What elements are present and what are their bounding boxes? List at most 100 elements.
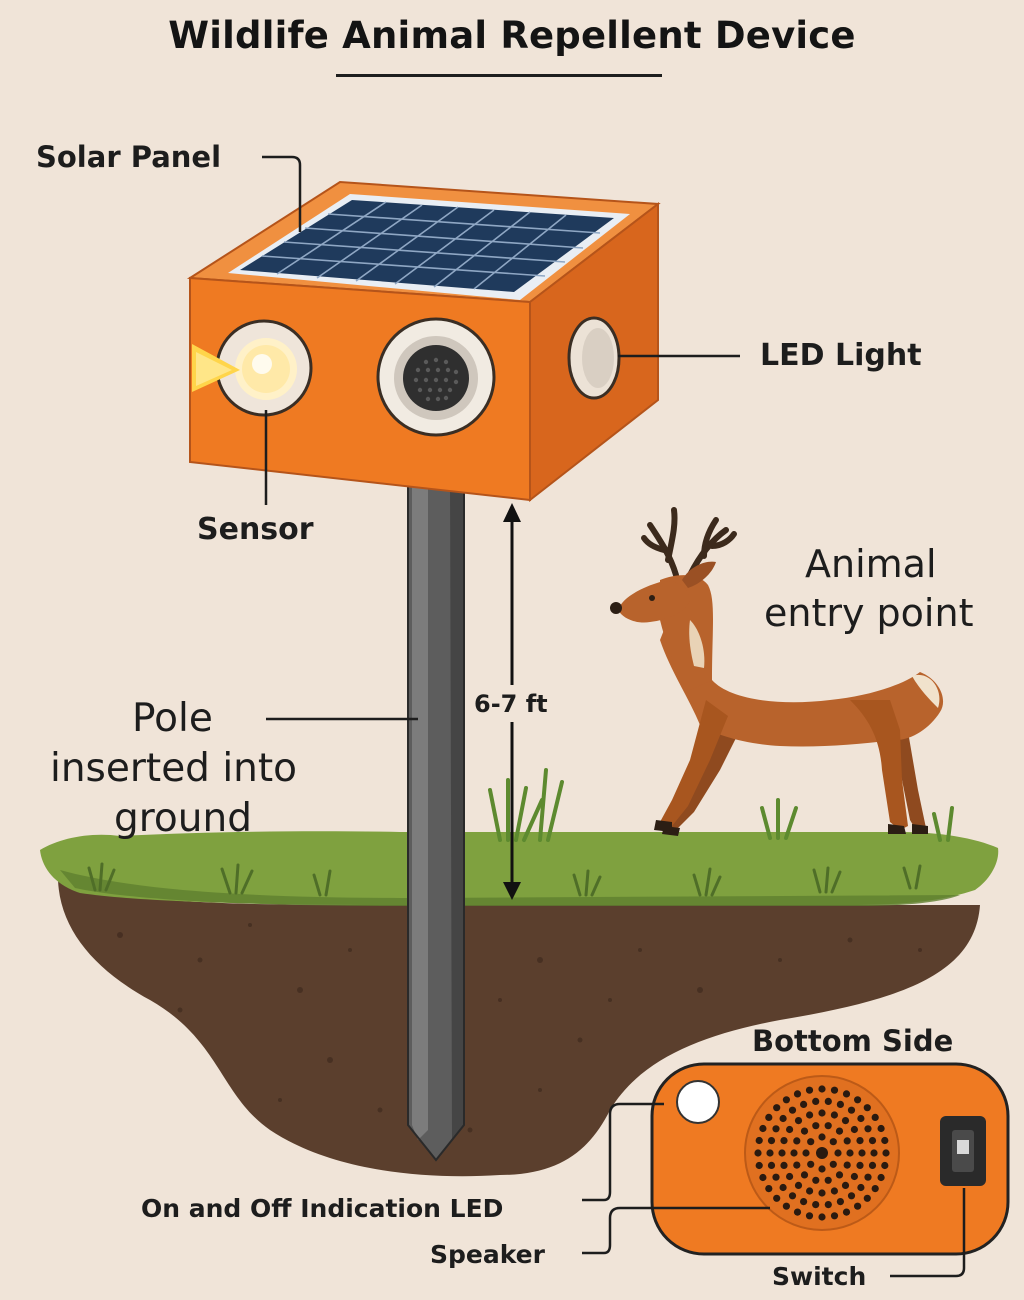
- grille-hole: [850, 1125, 859, 1134]
- grille-hole: [788, 1192, 797, 1200]
- grille-hole: [778, 1149, 786, 1157]
- grille-hole: [818, 1085, 826, 1093]
- grille-hole: [812, 1176, 820, 1184]
- switch-icon: [940, 1116, 986, 1186]
- grille-hole: [863, 1194, 871, 1202]
- grille-hole: [868, 1137, 877, 1145]
- grille-hole: [834, 1149, 842, 1157]
- grille-hole: [806, 1187, 814, 1195]
- grille-hole: [800, 1171, 809, 1179]
- grille-hole: [779, 1114, 787, 1123]
- grille-hole: [793, 1208, 802, 1216]
- grille-hole: [788, 1106, 797, 1114]
- grille-hole: [847, 1192, 856, 1200]
- grille-hole: [882, 1149, 890, 1157]
- grille-hole: [794, 1181, 803, 1189]
- grille-hole: [841, 1181, 850, 1189]
- grille-hole: [780, 1161, 788, 1169]
- grille-hole: [877, 1124, 885, 1133]
- height-arrow: [503, 503, 521, 900]
- grille-hole: [824, 1097, 832, 1105]
- grille-hole: [793, 1137, 801, 1145]
- grille-hole: [843, 1161, 851, 1169]
- solar-panel-label: Solar Panel: [36, 140, 222, 174]
- grille-hole: [800, 1100, 808, 1108]
- grille-hole: [836, 1198, 845, 1206]
- pole-label-line3: ground: [114, 796, 252, 841]
- grille-hole: [818, 1189, 826, 1197]
- grille-hole: [786, 1125, 794, 1134]
- grille-hole: [843, 1137, 851, 1145]
- grille-hole: [793, 1161, 801, 1169]
- grille-hole: [800, 1127, 809, 1135]
- repellent-device: [186, 180, 661, 503]
- pole: [407, 474, 465, 1162]
- grille-hole: [802, 1149, 810, 1157]
- animal-entry-label-line1: Animal: [805, 542, 937, 586]
- grille-hole: [847, 1106, 856, 1114]
- grille-hole: [767, 1137, 776, 1145]
- grille-hole: [871, 1113, 879, 1121]
- grille-hole: [812, 1201, 820, 1209]
- grille-hole: [818, 1133, 826, 1141]
- grille-hole: [864, 1173, 872, 1181]
- grille-hole: [773, 1104, 781, 1112]
- grille-hole: [842, 1090, 851, 1098]
- grille-hole: [863, 1104, 871, 1112]
- grille-hole: [755, 1136, 763, 1145]
- grille-hole: [812, 1122, 820, 1130]
- grille-hole: [779, 1183, 787, 1192]
- grass: [40, 831, 999, 905]
- indication-led-label: On and Off Indication LED: [141, 1194, 504, 1223]
- animal-entry-label-line2: entry point: [764, 591, 974, 635]
- soil: [58, 880, 980, 1177]
- led-light-label: LED Light: [760, 338, 922, 373]
- grille-hole: [881, 1136, 889, 1145]
- grille-hole: [824, 1201, 832, 1209]
- grille-hole: [800, 1198, 808, 1206]
- grille-hole: [782, 1202, 791, 1210]
- grille-hole: [856, 1161, 864, 1169]
- grille-hole: [755, 1161, 763, 1170]
- switch-label: Switch: [772, 1262, 867, 1291]
- grille-hole: [858, 1149, 866, 1157]
- grille-hole: [759, 1173, 767, 1182]
- grille-hole: [767, 1161, 776, 1169]
- grille-hole: [759, 1124, 767, 1133]
- grille-hole: [854, 1202, 862, 1210]
- grille-hole: [836, 1100, 845, 1108]
- page-title: Wildlife Animal Repellent Device: [168, 14, 856, 57]
- grille-hole: [841, 1117, 850, 1125]
- grille-hole: [818, 1109, 826, 1117]
- speaker-label: Speaker: [430, 1240, 545, 1269]
- grille-hole: [871, 1185, 879, 1193]
- grille-hole: [829, 1160, 837, 1168]
- height-label: 6-7 ft: [474, 690, 548, 718]
- grille-hole: [807, 1138, 815, 1146]
- grille-hole: [818, 1213, 826, 1221]
- grille-hole: [766, 1149, 774, 1157]
- grille-hole: [830, 1212, 839, 1220]
- grille-hole: [772, 1125, 780, 1133]
- grille-hole: [794, 1117, 803, 1125]
- grille-hole: [857, 1183, 865, 1192]
- grille-hole: [772, 1173, 780, 1181]
- leader-lines: [262, 155, 966, 1278]
- grille-hole: [864, 1125, 872, 1133]
- grille-hole: [830, 1187, 839, 1195]
- grille-hole: [877, 1173, 885, 1182]
- grille-hole: [850, 1172, 859, 1181]
- grille-hole: [830, 1086, 839, 1094]
- grille-hole: [786, 1172, 794, 1181]
- solar-panel: [228, 194, 630, 300]
- grille-hole: [856, 1137, 864, 1145]
- grille-hole: [765, 1185, 773, 1193]
- grille-hole: [881, 1161, 889, 1170]
- grille-hole: [790, 1149, 798, 1157]
- grille-hole: [807, 1160, 815, 1168]
- led-light-icon: [567, 316, 621, 400]
- bottom-side-label: Bottom Side: [752, 1024, 954, 1058]
- grille-hole: [805, 1086, 814, 1094]
- grille-hole: [818, 1165, 826, 1173]
- grille-hole: [868, 1161, 877, 1169]
